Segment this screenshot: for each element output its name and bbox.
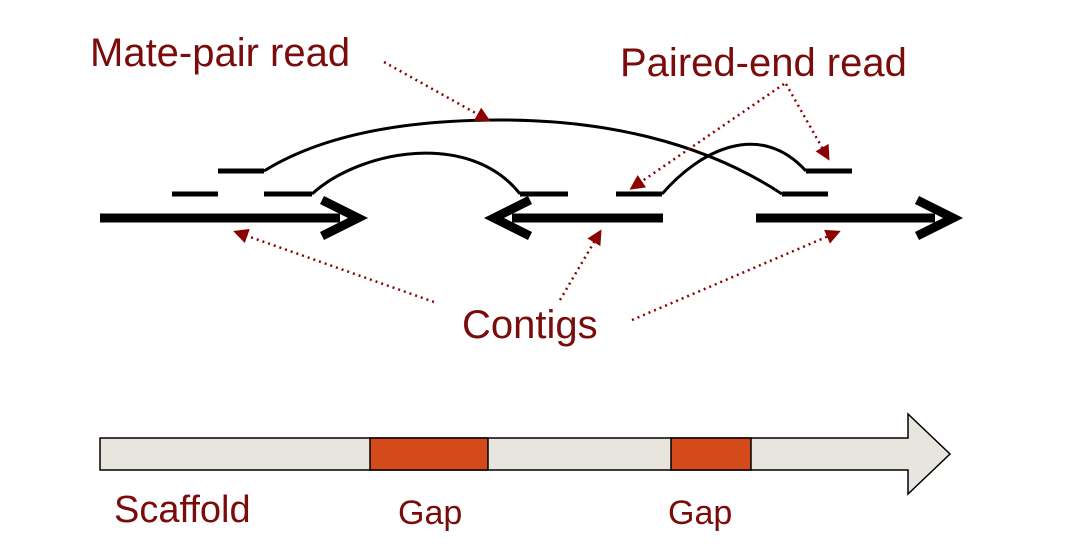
contig-3: [756, 195, 964, 241]
pointer-contig-3: [631, 229, 841, 322]
pointer-contig-2: [558, 229, 602, 301]
mate-pair-arc: [263, 118, 783, 196]
contigs-label: Contigs: [462, 303, 598, 347]
scaffold-arrow: [99, 412, 952, 496]
contig-link-arc-1: [310, 151, 522, 196]
pointer-lines: [233, 60, 841, 322]
gap-label-2: Gap: [668, 494, 732, 532]
paired-end-label: Paired-end read: [620, 41, 907, 85]
pointer-paired-end-left: [629, 82, 785, 190]
reads: [172, 168, 852, 197]
read-links: [263, 118, 808, 196]
gap-block-2: [670, 437, 752, 471]
pointer-mate-pair: [383, 60, 491, 122]
contig-1: [100, 195, 369, 241]
pointer-paired-end-right: [784, 83, 830, 161]
gap-block-1: [369, 437, 489, 471]
gap-label-1: Gap: [398, 494, 462, 532]
contig-2: [483, 195, 663, 241]
scaffold-label: Scaffold: [114, 489, 251, 531]
mate-pair-label: Mate-pair read: [90, 31, 350, 75]
pointer-contig-1: [233, 228, 435, 304]
paired-end-arc: [660, 142, 808, 195]
